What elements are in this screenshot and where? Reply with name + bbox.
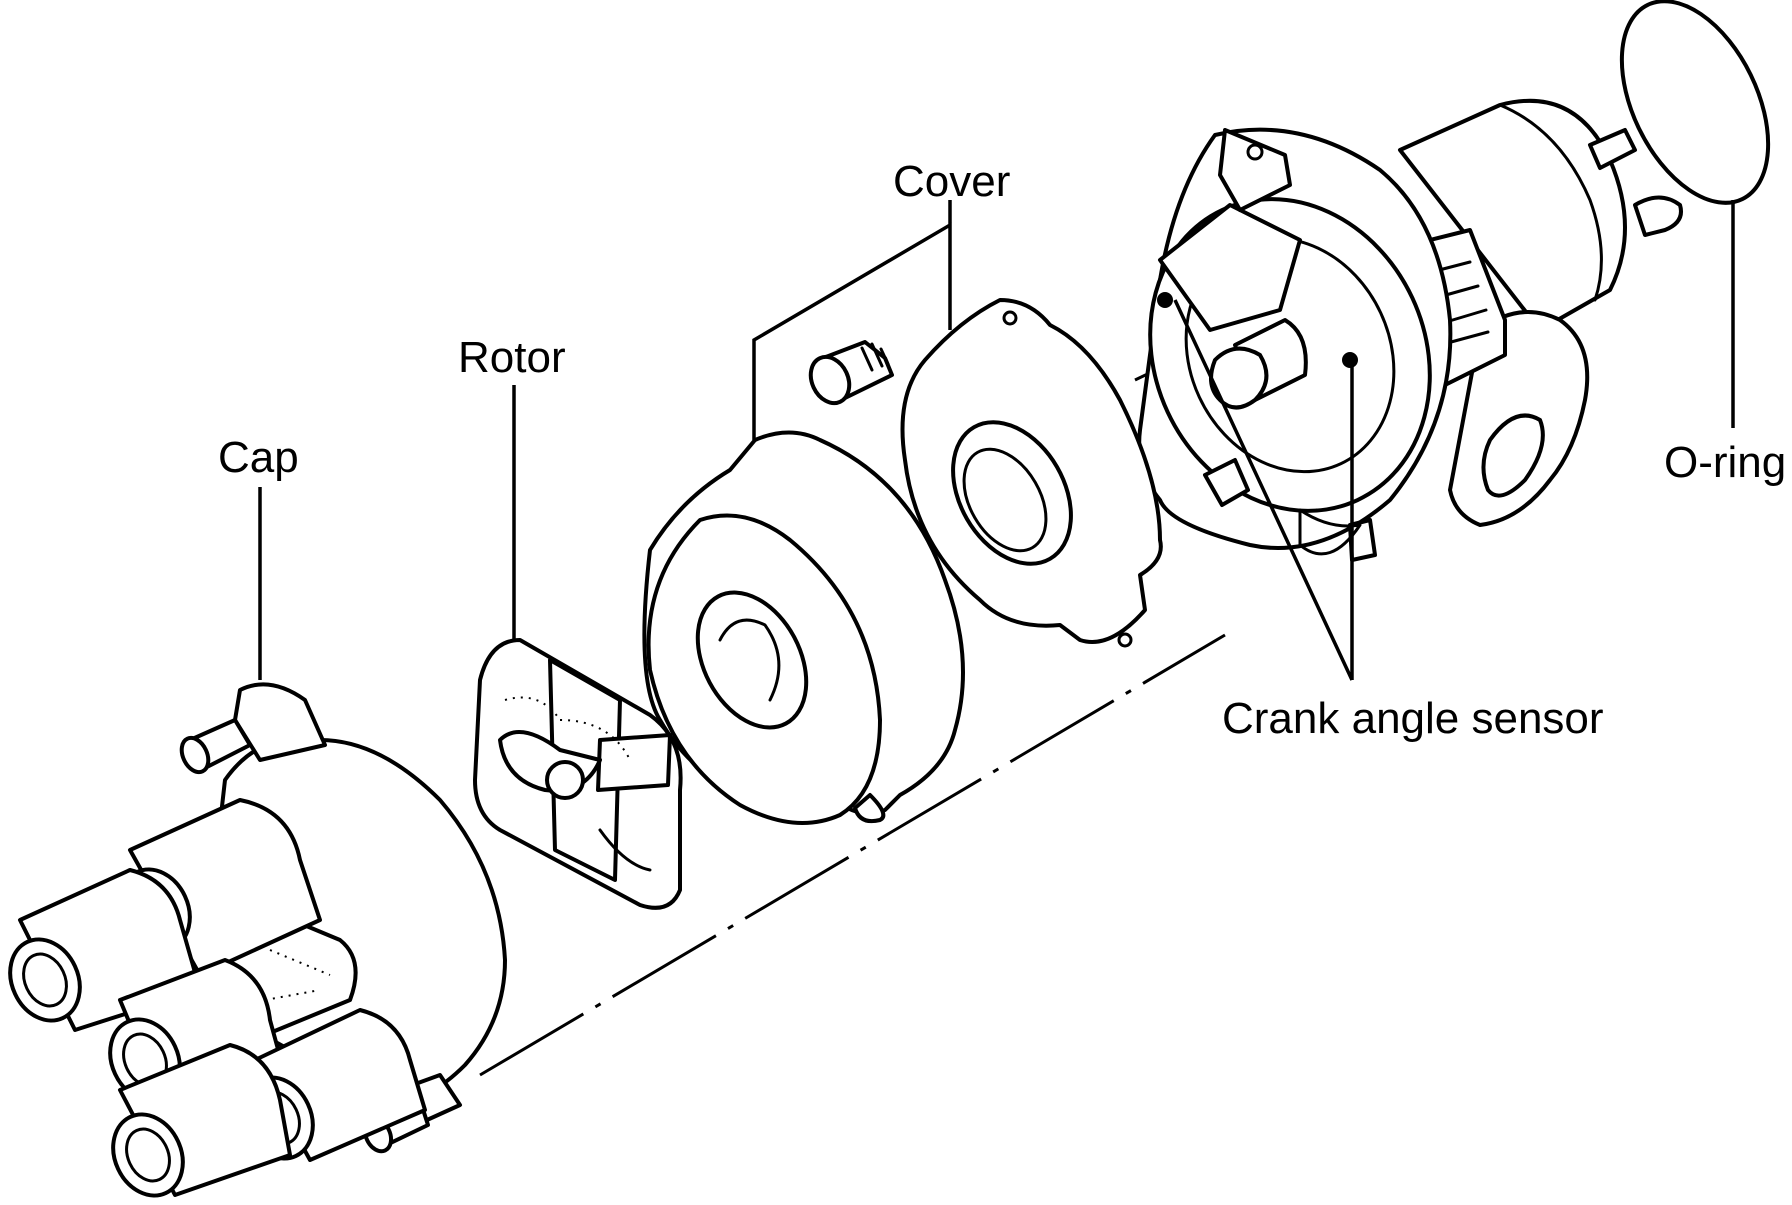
cover-leader (752, 200, 952, 440)
rotor-part (473, 638, 683, 910)
o-ring-part (1619, 0, 1771, 205)
label-cap: Cap (218, 433, 299, 482)
label-o-ring: O-ring (1664, 438, 1786, 487)
cover-inner (900, 298, 1163, 648)
cap-part (8, 682, 507, 1198)
labels: Cap Rotor Cover O-ring Crank angle senso… (218, 157, 1786, 743)
label-crank-angle-sensor: Crank angle sensor (1222, 694, 1604, 743)
cover-outer (642, 430, 965, 825)
crank-angle-sensor-leader (1173, 299, 1354, 681)
leader-lines (258, 200, 1735, 681)
label-rotor: Rotor (458, 333, 566, 382)
cover-screw (808, 340, 894, 406)
distributor-housing (1137, 98, 1683, 562)
label-cover: Cover (893, 157, 1010, 206)
